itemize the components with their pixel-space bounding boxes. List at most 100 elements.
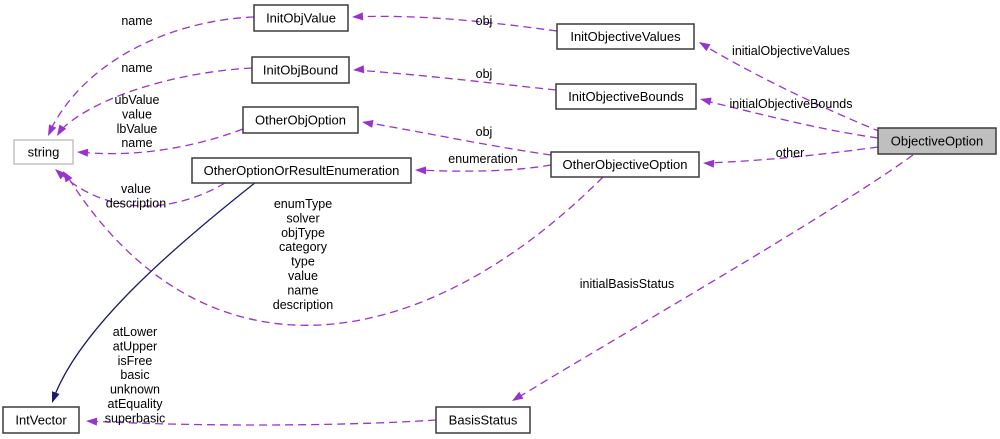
node-OtherOptionOrResultEnumeration[interactable]: OtherOptionOrResultEnumeration — [191, 157, 412, 184]
edge-ObjectiveOption-InitObjectiveBounds: initialObjectiveBounds — [700, 97, 879, 139]
edge-label: superbasic — [105, 411, 165, 425]
node-box[interactable] — [2, 406, 80, 434]
edge-label: atUpper — [113, 339, 157, 353]
node-BasisStatus[interactable]: BasisStatus — [435, 406, 531, 434]
node-box[interactable] — [550, 151, 700, 178]
edge-label: isFree — [118, 354, 153, 368]
node-InitObjectiveValues[interactable]: InitObjectiveValues — [556, 23, 695, 50]
node-label: InitObjBound — [263, 63, 338, 78]
node-label: InitObjectiveValues — [570, 29, 681, 44]
arrowhead-icon — [703, 159, 715, 168]
node-ObjectiveOption[interactable]: ObjectiveOption — [877, 127, 997, 155]
node-string[interactable]: string — [13, 139, 74, 165]
edge-label: atEquality — [108, 397, 164, 411]
node-InitObjValue[interactable]: InitObjValue — [253, 4, 349, 32]
edge-label: basic — [120, 368, 149, 382]
node-box[interactable] — [242, 106, 359, 134]
edge-label: ubValue — [115, 93, 160, 107]
edge-label: other — [776, 146, 805, 160]
arrowhead-icon — [52, 391, 60, 403]
edge-label: obj — [476, 14, 493, 28]
edge-label: description — [273, 298, 333, 312]
edge-label: solver — [286, 211, 319, 225]
edge-InitObjectiveValues-InitObjValue: obj — [352, 12, 558, 32]
edge-label: atLower — [113, 325, 157, 339]
edge-label: name — [121, 136, 152, 150]
edge-label: category — [279, 240, 328, 254]
edge-line — [57, 67, 253, 134]
edge-InitObjBound-string: name — [57, 61, 253, 136]
edge-line — [65, 173, 604, 326]
edge-label: description — [106, 196, 166, 210]
node-box[interactable] — [253, 4, 349, 32]
arrowhead-icon — [700, 97, 712, 106]
node-label: InitObjectiveBounds — [568, 89, 684, 104]
edge-line — [52, 181, 257, 401]
node-InitObjBound[interactable]: InitObjBound — [251, 56, 350, 84]
arrowhead-icon — [362, 119, 374, 128]
edge-label: obj — [476, 125, 493, 139]
edge-label: obj — [476, 67, 493, 81]
edge-line — [701, 99, 879, 139]
arrowhead-icon — [415, 166, 427, 175]
node-box[interactable] — [435, 406, 531, 434]
edge-label: name — [121, 14, 152, 28]
edge-label: value — [121, 182, 151, 196]
node-label: BasisStatus — [449, 413, 518, 428]
edge-label: name — [121, 61, 152, 75]
edge-line — [354, 69, 557, 91]
edge-label: initialObjectiveBounds — [730, 97, 853, 111]
edge-label: initialObjectiveValues — [732, 44, 850, 58]
edge-line — [416, 164, 552, 172]
edge-line — [79, 128, 244, 155]
node-box[interactable] — [556, 23, 695, 50]
edge-OtherOptionOrResultEnumeration-IntVector — [52, 181, 257, 403]
edge-label: enumType — [274, 197, 332, 211]
edge-ObjectiveOption-BasisStatus: initialBasisStatus — [512, 154, 914, 401]
edge-BasisStatus-IntVector: atLoweratUpperisFreebasicunknownatEquali… — [86, 325, 437, 426]
node-box[interactable] — [877, 127, 997, 155]
edge-label: objType — [281, 226, 325, 240]
node-box[interactable] — [191, 157, 412, 184]
arrowhead-icon — [353, 65, 365, 74]
edge-line — [57, 170, 226, 207]
arrowhead-icon — [48, 124, 57, 136]
node-IntVector[interactable]: IntVector — [2, 406, 80, 434]
arrowhead-icon — [512, 391, 524, 401]
arrowhead-icon — [63, 171, 73, 183]
edge-line — [48, 16, 255, 134]
node-OtherObjOption[interactable]: OtherObjOption — [242, 106, 359, 134]
edge-label: initialBasisStatus — [580, 277, 675, 291]
edge-ObjectiveOption-OtherObjectiveOption: other — [703, 146, 879, 168]
edge-line — [704, 146, 879, 164]
node-label: ObjectiveOption — [891, 134, 984, 149]
arrowhead-icon — [77, 148, 89, 157]
arrowhead-icon — [352, 12, 364, 21]
node-OtherObjectiveOption[interactable]: OtherObjectiveOption — [550, 151, 700, 178]
edge-line — [363, 121, 552, 156]
node-box[interactable] — [13, 139, 74, 165]
edge-InitObjValue-string: name — [48, 14, 255, 136]
node-label: IntVector — [15, 413, 67, 428]
edge-line — [699, 42, 882, 133]
node-box[interactable] — [251, 56, 350, 84]
edge-label: unknown — [110, 383, 160, 397]
arrowhead-icon — [57, 124, 67, 136]
edge-label: lbValue — [117, 122, 158, 136]
edge-line — [353, 15, 558, 32]
arrowhead-icon — [699, 42, 711, 52]
node-InitObjectiveBounds[interactable]: InitObjectiveBounds — [555, 83, 697, 110]
edge-OtherObjectiveOption-OtherObjOption: obj — [362, 119, 552, 156]
node-label: string — [28, 145, 60, 160]
node-label: OtherObjectiveOption — [562, 157, 687, 172]
edge-ObjectiveOption-InitObjectiveValues: initialObjectiveValues — [699, 42, 882, 133]
arrowhead-icon — [55, 169, 66, 180]
node-box[interactable] — [555, 83, 697, 110]
edge-OtherObjectiveOption-OtherOptionOrResultEnumeration: enumeration — [415, 152, 552, 175]
edge-OtherObjectiveOption-string: enumTypesolverobjTypecategorytypevaluena… — [63, 171, 604, 326]
edge-label: name — [287, 283, 318, 297]
